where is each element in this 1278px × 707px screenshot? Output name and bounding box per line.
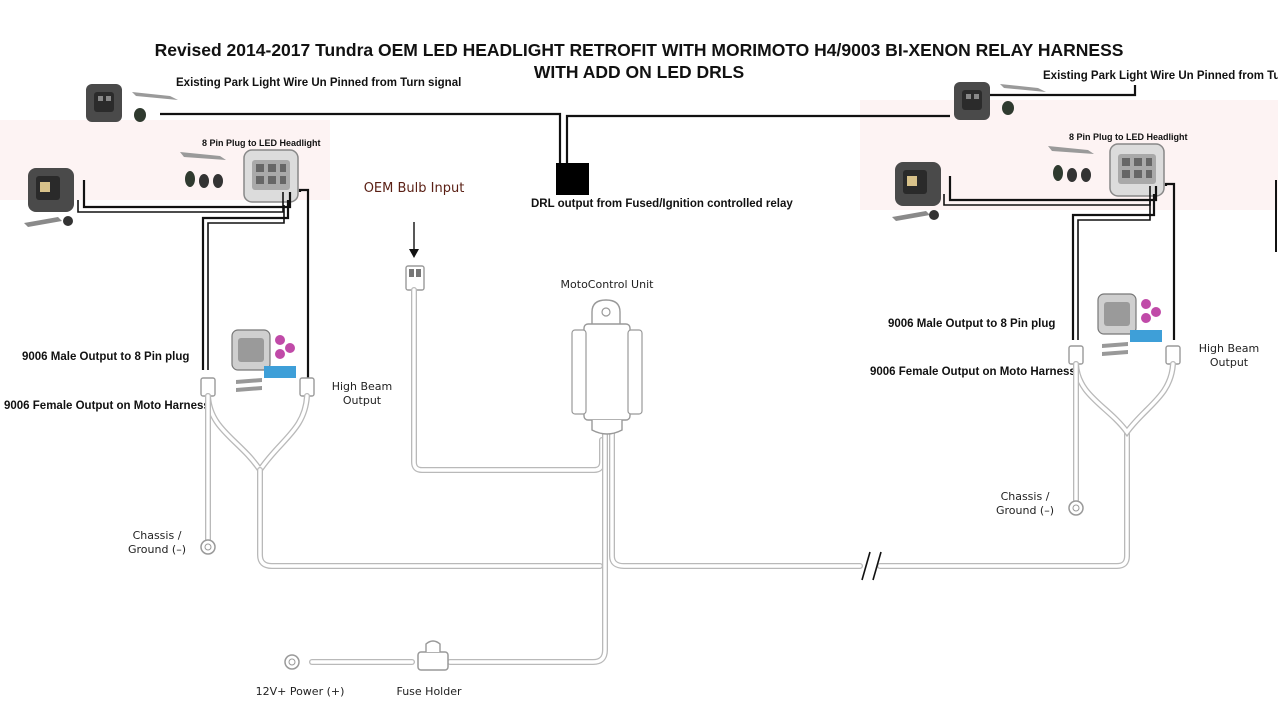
male-output-label-left: 9006 Male Output to 8 Pin plug bbox=[22, 351, 189, 363]
park-light-connector-right bbox=[954, 82, 990, 120]
female-output-label-left: 9006 Female Output on Moto Harness bbox=[4, 400, 210, 412]
title-line-2: WITH ADD ON LED DRLS bbox=[534, 62, 744, 82]
high-beam-label-right-1: High Beam bbox=[1199, 342, 1260, 355]
chassis-label-right-1: Chassis / bbox=[1001, 490, 1050, 503]
chassis-label-right-2: Ground (–) bbox=[996, 504, 1054, 517]
oem-connector-right bbox=[892, 162, 941, 221]
plug-8pin-label-right: 8 Pin Plug to LED Headlight bbox=[1069, 132, 1188, 142]
moto-control-label: MotoControl Unit bbox=[561, 278, 655, 291]
arrow-down-icon bbox=[409, 222, 419, 258]
ground-ring-left bbox=[200, 539, 216, 555]
wires-right bbox=[943, 176, 1176, 340]
drl-relay-block bbox=[556, 163, 589, 195]
male-output-label-right: 9006 Male Output to 8 Pin plug bbox=[888, 318, 1055, 330]
park-light-label-right: Existing Park Light Wire Un Pinned from … bbox=[1043, 70, 1278, 82]
oem-bulb-plug bbox=[405, 265, 425, 291]
plug-8pin-label-left: 8 Pin Plug to LED Headlight bbox=[202, 138, 321, 148]
terminal-pin-icon bbox=[1000, 84, 1046, 115]
female-output-label-right: 9006 Female Output on Moto Harness bbox=[870, 366, 1076, 378]
oem-connector-left bbox=[24, 168, 74, 227]
title-line-1: Revised 2014-2017 Tundra OEM LED HEADLIG… bbox=[155, 40, 1124, 60]
seal-plugs-icon bbox=[180, 152, 226, 188]
chassis-label-left-1: Chassis / bbox=[133, 529, 182, 542]
high-beam-label-left-1: High Beam bbox=[332, 380, 393, 393]
fuse-holder-label: Fuse Holder bbox=[396, 685, 462, 698]
fuse-holder-icon bbox=[417, 640, 449, 671]
wires-left bbox=[77, 180, 310, 378]
park-light-label-left: Existing Park Light Wire Un Pinned from … bbox=[176, 77, 461, 89]
terminal-pin-icon bbox=[132, 92, 178, 122]
9006-male-kit-right bbox=[1097, 293, 1162, 356]
high-beam-label-right-2: Output bbox=[1210, 356, 1249, 369]
moto-control-unit bbox=[571, 299, 643, 435]
led-headlight-8pin-plug-left bbox=[243, 149, 299, 203]
park-light-connector-left bbox=[86, 84, 122, 122]
harness-left bbox=[205, 393, 603, 569]
oem-bulb-input-label: OEM Bulb Input bbox=[364, 181, 465, 196]
seal-plugs-icon bbox=[1048, 146, 1094, 182]
power-ring-terminal bbox=[284, 654, 300, 670]
break-symbol-icon bbox=[861, 551, 882, 581]
harness-center bbox=[309, 287, 1130, 665]
drl-output-label: DRL output from Fused/Ignition controlle… bbox=[531, 198, 793, 210]
harness-right bbox=[1073, 361, 1176, 503]
power-label: 12V+ Power (+) bbox=[256, 685, 345, 698]
led-headlight-8pin-plug-right bbox=[1109, 143, 1165, 197]
ground-ring-right bbox=[1068, 500, 1084, 516]
chassis-label-left-2: Ground (–) bbox=[128, 543, 186, 556]
drl-wires bbox=[160, 85, 1137, 166]
high-beam-label-left-2: Output bbox=[343, 394, 382, 407]
9006-male-kit-left bbox=[231, 329, 296, 392]
